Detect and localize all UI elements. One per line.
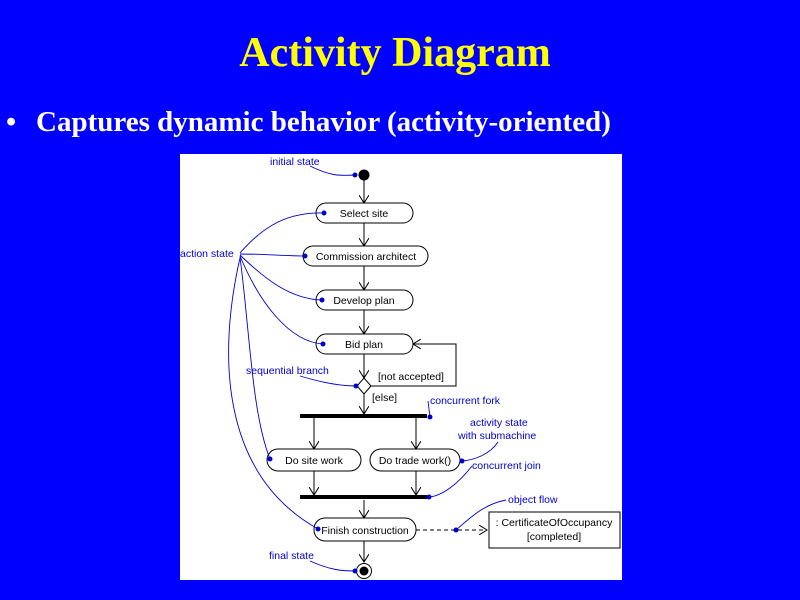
- activity-finish-construction-label: Finish construction: [321, 525, 409, 537]
- pointer-dot: [302, 253, 308, 259]
- activity-do-site-work-label: Do site work: [285, 455, 344, 467]
- final-state-node: [356, 563, 372, 579]
- pointer-action-site-work: [239, 256, 271, 460]
- pointer-dot: [352, 172, 358, 178]
- bullet-text: Captures dynamic behavior (activity-orie…: [36, 106, 611, 138]
- pointer-dot: [267, 456, 273, 462]
- pointer-dot: [453, 527, 459, 533]
- annotation-object-flow: object flow: [508, 494, 558, 506]
- activity-select-site-label: Select site: [340, 208, 389, 220]
- flow-branch-loop-back: [370, 344, 457, 387]
- activity-select-site: Select site: [315, 202, 414, 224]
- annotation-action-state: action state: [180, 248, 234, 260]
- activity-do-trade-work: Do trade work(): [369, 448, 461, 472]
- annotation-concurrent-fork: concurrent fork: [430, 395, 501, 407]
- guard-not-accepted: [not accepted]: [378, 371, 444, 383]
- pointer-concurrent-join: [428, 465, 473, 498]
- annotation-initial-state: initial state: [270, 156, 320, 168]
- activity-develop-plan-label: Develop plan: [333, 295, 394, 307]
- bullet-marker: •: [6, 106, 17, 138]
- pointer-action-finish: [228, 257, 319, 530]
- pointer-dot: [352, 568, 358, 574]
- pointer-action-bid: [239, 255, 324, 345]
- activity-develop-plan: Develop plan: [315, 289, 414, 311]
- annotation-pointers: [228, 165, 507, 574]
- object-certificate: : CertificateOfOccupancy [completed]: [488, 511, 621, 549]
- annotation-concurrent-join: concurrent join: [472, 460, 541, 472]
- control-flow: [314, 180, 487, 562]
- guard-else: [else]: [372, 392, 397, 404]
- annotation-sequential-branch: sequential branch: [246, 365, 329, 377]
- activity-do-site-work: Do site work: [266, 448, 362, 472]
- pointer-activity-submachine: [461, 441, 499, 462]
- diagram-canvas: Select site Commission architect Develop…: [180, 156, 621, 579]
- pointer-dot: [427, 414, 433, 420]
- activity-diagram: Select site Commission architect Develop…: [180, 154, 622, 580]
- pointer-dot: [315, 526, 321, 532]
- activity-commission-architect: Commission architect: [302, 245, 429, 267]
- activity-commission-architect-label: Commission architect: [316, 251, 416, 263]
- pointer-dot: [321, 210, 327, 216]
- object-name: : CertificateOfOccupancy: [496, 517, 613, 529]
- fork-bar: [300, 414, 427, 418]
- activity-bid-plan-label: Bid plan: [345, 339, 383, 351]
- annotation-final-state: final state: [269, 550, 314, 562]
- pointer-action-commission: [239, 253, 306, 257]
- annotation-activity-state-line2: with submachine: [457, 430, 536, 442]
- pointer-dot: [320, 341, 326, 347]
- branch-diamond: [356, 377, 372, 395]
- activity-do-trade-work-label: Do trade work(): [379, 455, 451, 467]
- pointer-dot: [353, 383, 359, 389]
- object-state: [completed]: [527, 531, 581, 543]
- pointer-concurrent-fork: [427, 400, 431, 418]
- join-bar: [300, 495, 427, 499]
- pointer-sequential-branch: [299, 375, 357, 387]
- initial-state-node: [358, 169, 370, 181]
- pointer-dot: [319, 297, 325, 303]
- pointer-action-select: [239, 212, 325, 254]
- pointer-final-state: [309, 560, 356, 572]
- pointer-dot: [459, 458, 465, 464]
- slide-title: Activity Diagram: [239, 30, 551, 76]
- bullet-point: • Captures dynamic behavior (activity-ori…: [6, 104, 611, 140]
- activity-bid-plan: Bid plan: [315, 333, 414, 355]
- pointer-dot: [426, 494, 432, 500]
- activity-finish-construction: Finish construction: [313, 517, 417, 542]
- annotation-activity-state-line1: activity state: [470, 417, 528, 429]
- pointer-action-develop: [239, 254, 323, 301]
- pointer-initial-state: [309, 165, 356, 176]
- pointer-object-flow: [455, 499, 507, 531]
